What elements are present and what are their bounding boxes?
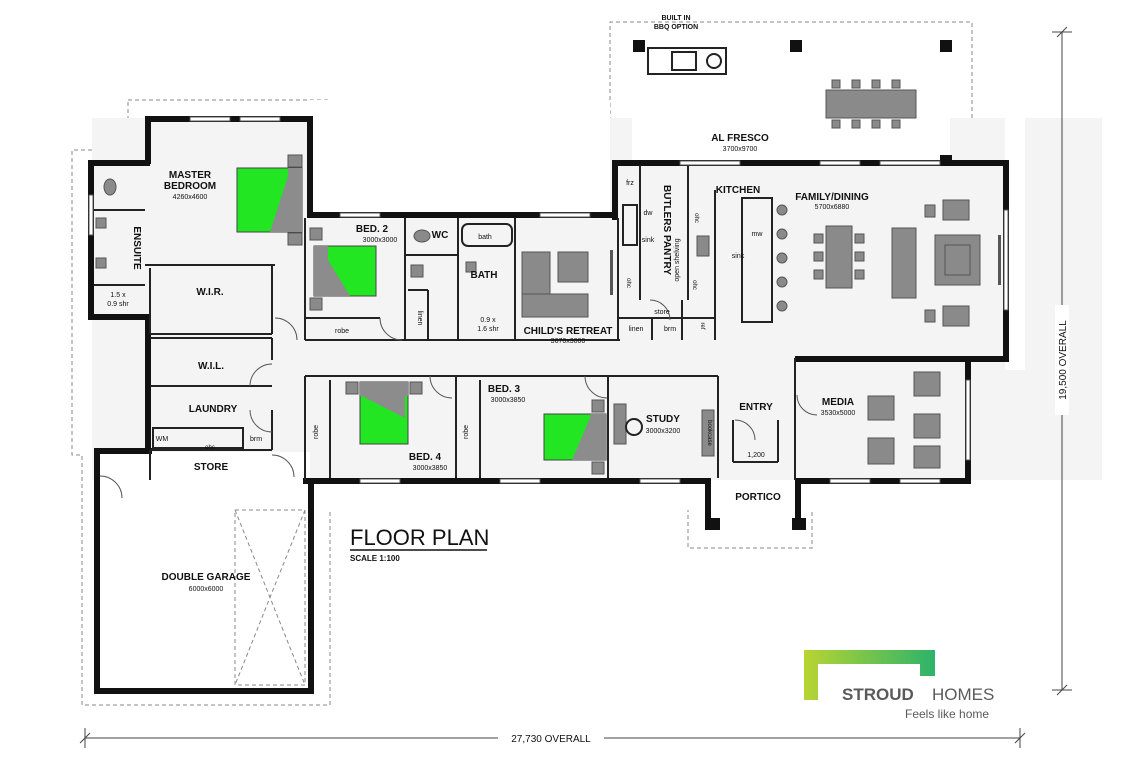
bed3-size: 3000x3850: [491, 397, 526, 404]
media-label: MEDIA: [822, 397, 854, 408]
butlers-shelving: open shelving: [674, 238, 681, 281]
butlers-ohc-1: ohc: [625, 278, 631, 288]
bed2-label: BED. 2: [356, 224, 389, 235]
bath-shower-1: 0.9 x: [480, 317, 496, 324]
bed-2: BED. 2 3000x3000 robe: [309, 224, 398, 335]
internal-walls: [94, 166, 796, 480]
brand-name-light: HOMES: [932, 685, 994, 704]
butlers-label: BUTLERS PANTRY: [661, 185, 672, 275]
alfresco-size: 3700x9700: [723, 146, 758, 153]
butlers-sink: sink: [642, 237, 655, 244]
floor-nonhouse-bottom: [310, 480, 990, 510]
laundry-ohc: ohc: [205, 445, 215, 451]
media: MEDIA 3530x5000: [821, 371, 941, 469]
butlers-linen: linen: [629, 326, 644, 333]
study-label: STUDY: [646, 414, 680, 425]
overall-width-dimension: 27,730 OVERALL: [79, 728, 1026, 748]
bed-3: BED. 3 3000x3850 robe: [463, 384, 607, 475]
bbq-label-2: BBQ OPTION: [654, 24, 698, 31]
study-bookcase: bookcase: [706, 420, 712, 446]
bathtub: [461, 223, 513, 247]
bed3-label: BED. 3: [488, 384, 521, 395]
floor-garage: [98, 452, 310, 692]
kitchen-mw: mw: [752, 231, 764, 238]
butlers-dw: dw: [644, 210, 654, 217]
laundry-wm: WM: [156, 436, 169, 443]
plan-title: FLOOR PLAN: [350, 525, 489, 550]
childs-retreat-label: CHILD'S RETREAT: [524, 326, 613, 337]
master-size: 4260x4600: [173, 194, 208, 201]
bed-4: robe BED. 4 3000x3850: [313, 381, 448, 472]
family-size: 5700x6880: [815, 204, 850, 211]
kitchen-sink: sink: [732, 253, 745, 260]
laundry-bench: [152, 427, 244, 449]
bathtub-label: bath: [478, 234, 492, 241]
butlers-ref: ref: [699, 322, 705, 329]
garage-label: DOUBLE GARAGE: [162, 572, 251, 583]
overall-width: 27,730 OVERALL: [511, 734, 591, 745]
windows: [88, 116, 1009, 484]
brand-name-bold: STROUD: [842, 685, 914, 704]
overall-depth: 19,500 OVERALL: [1058, 320, 1069, 400]
kitchen: KITCHEN mw sink: [716, 185, 788, 323]
wil-label: W.I.L.: [198, 361, 224, 372]
brand-tagline: Feels like home: [905, 707, 989, 721]
bbq-label-1: BUILT IN: [661, 15, 690, 22]
bed3-robe: robe: [463, 425, 470, 439]
butlers-ohc-2: ohc: [693, 213, 699, 223]
master-label: MASTER: [169, 170, 212, 181]
ensuite: ENSUITE 1.5 x 0.9 shr: [95, 178, 142, 308]
bed4-label: BED. 4: [409, 452, 442, 463]
alfresco-label: AL FRESCO: [711, 133, 769, 144]
double-garage: DOUBLE GARAGE 6000x6000: [162, 509, 306, 686]
childs-retreat: CHILD'S RETREAT 3670x3000: [521, 250, 613, 345]
wir-label: W.I.R.: [196, 287, 223, 298]
bed4-robe: robe: [313, 425, 320, 439]
entry-label: ENTRY: [739, 402, 773, 413]
bath-shower-2: 1.6 shr: [477, 326, 499, 333]
floor-nonhouse-right: [1005, 100, 1025, 370]
wc-pan: [413, 229, 431, 243]
family-label: FAMILY/DINING: [795, 192, 869, 203]
master-label-2: BEDROOM: [164, 181, 216, 192]
media-size: 3530x5000: [821, 410, 856, 417]
ensuite-shower-2: 0.9 shr: [107, 301, 129, 308]
garage-size: 6000x6000: [189, 586, 224, 593]
family-dining: FAMILY/DINING 5700x6880: [795, 192, 1001, 327]
store-label: STORE: [194, 462, 229, 473]
overall-depth-dimension: 19,500 OVERALL: [1052, 26, 1072, 696]
portico-label: PORTICO: [735, 492, 781, 503]
bath-label: BATH: [470, 270, 497, 281]
doors: [99, 299, 818, 499]
childs-retreat-size: 3670x3000: [551, 338, 586, 345]
kitchen-label: KITCHEN: [716, 185, 760, 196]
ensuite-shower-1: 1.5 x: [110, 292, 126, 299]
study-size: 3000x3200: [646, 428, 681, 435]
ensuite-label: ENSUITE: [131, 226, 142, 270]
butlers-pantry: frz dw sink ohc BUTLERS PANTRY open shel…: [622, 180, 710, 333]
master-bedroom: MASTER BEDROOM 4260x4600: [164, 154, 303, 246]
laundry-label: LAUNDRY: [189, 404, 238, 415]
butlers-store: store: [654, 309, 670, 316]
butlers-brm: brm: [664, 326, 676, 333]
alfresco: BUILT IN BBQ OPTION AL FRESCO 3700x9700: [647, 15, 917, 153]
bed4-size: 3000x3850: [413, 465, 448, 472]
laundry-brm: brm: [250, 436, 262, 443]
entry-width: 1,200: [747, 452, 765, 459]
wc-label: WC: [432, 230, 449, 241]
stroud-homes-logo: STROUD HOMES Feels like home: [804, 650, 994, 721]
butlers-frz: frz: [626, 180, 634, 187]
bed2-robe: robe: [335, 328, 349, 335]
linen-label: linen: [416, 311, 423, 326]
bed2-size: 3000x3000: [363, 237, 398, 244]
butlers-ohc-3: ohc: [691, 280, 697, 290]
floor-nonhouse-left: [310, 100, 610, 215]
plan-scale: SCALE 1:100: [350, 554, 400, 563]
study: STUDY 3000x3200 bookcase: [613, 403, 715, 457]
